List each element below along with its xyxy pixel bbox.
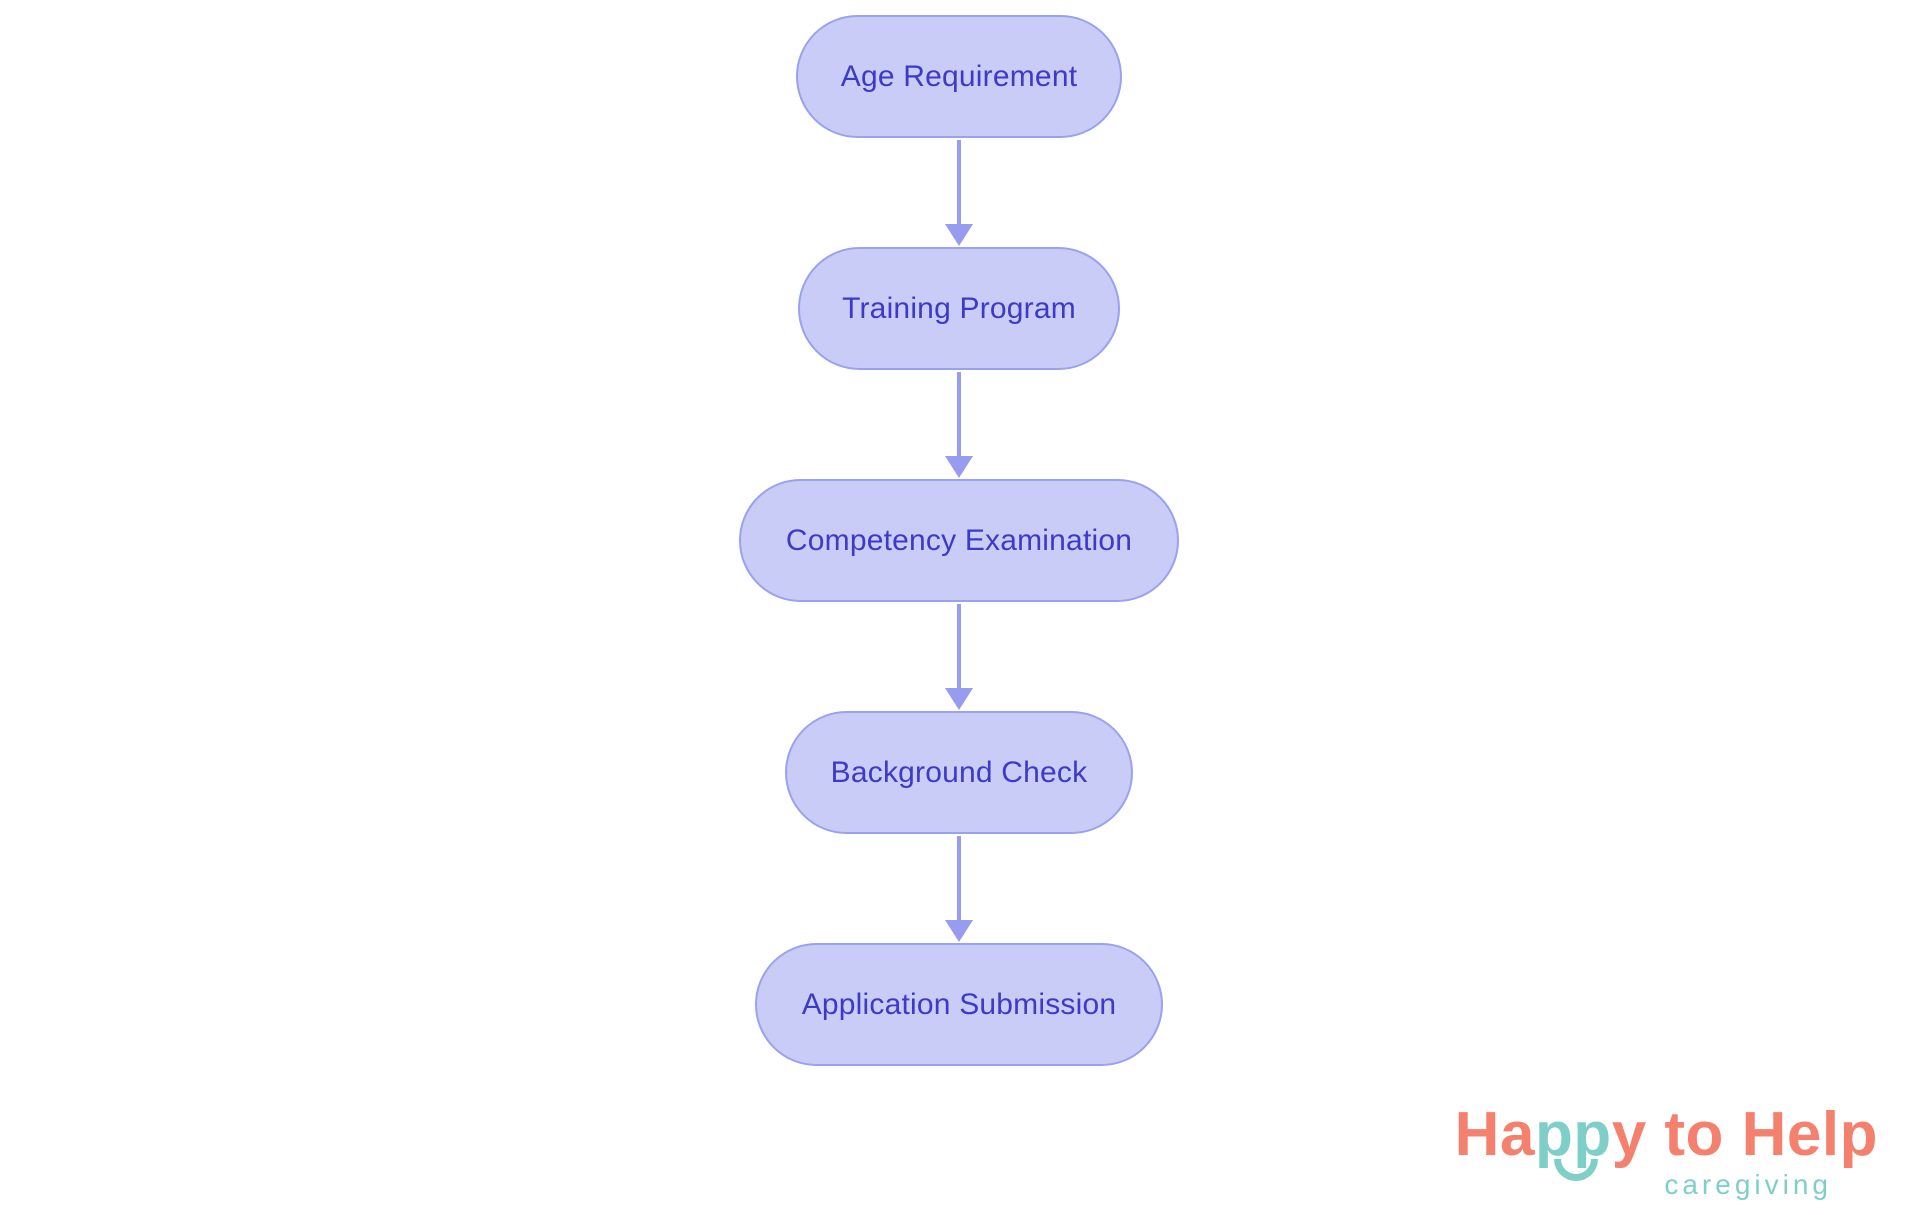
flowchart-node-background-check: Background Check (785, 711, 1133, 834)
node-label: Application Submission (801, 987, 1117, 1021)
wordmark-part-1: Ha (1454, 1099, 1535, 1169)
flowchart-node-competency-examination: Competency Examination (739, 479, 1179, 602)
flowchart-node-training-program: Training Program (798, 247, 1120, 370)
node-label: Training Program (842, 291, 1076, 325)
wordmark-part-3: y to Help (1611, 1099, 1878, 1169)
smile-arc-icon (1554, 1158, 1599, 1181)
connector-arrow (945, 372, 973, 478)
wordmark-part-2: pp (1534, 1099, 1612, 1181)
connector-arrow (945, 836, 973, 942)
connector-arrow (945, 604, 973, 710)
logo-tagline: caregiving (1664, 1169, 1832, 1200)
node-label: Competency Examination (785, 523, 1133, 557)
arrow-down-icon (945, 688, 973, 710)
arrow-down-icon (945, 224, 973, 246)
flowchart-node-age-requirement: Age Requirement (796, 15, 1122, 138)
arrow-down-icon (945, 920, 973, 942)
arrow-shaft (957, 836, 961, 921)
connector-arrow (945, 140, 973, 246)
arrow-shaft (957, 604, 961, 689)
wordmark-pp-text: pp (1534, 1099, 1612, 1169)
flowchart-node-application-submission: Application Submission (755, 943, 1163, 1066)
arrow-shaft (957, 372, 961, 457)
arrow-shaft (957, 140, 961, 225)
node-label: Background Check (830, 755, 1088, 789)
arrow-down-icon (945, 456, 973, 478)
node-label: Age Requirement (840, 59, 1078, 93)
